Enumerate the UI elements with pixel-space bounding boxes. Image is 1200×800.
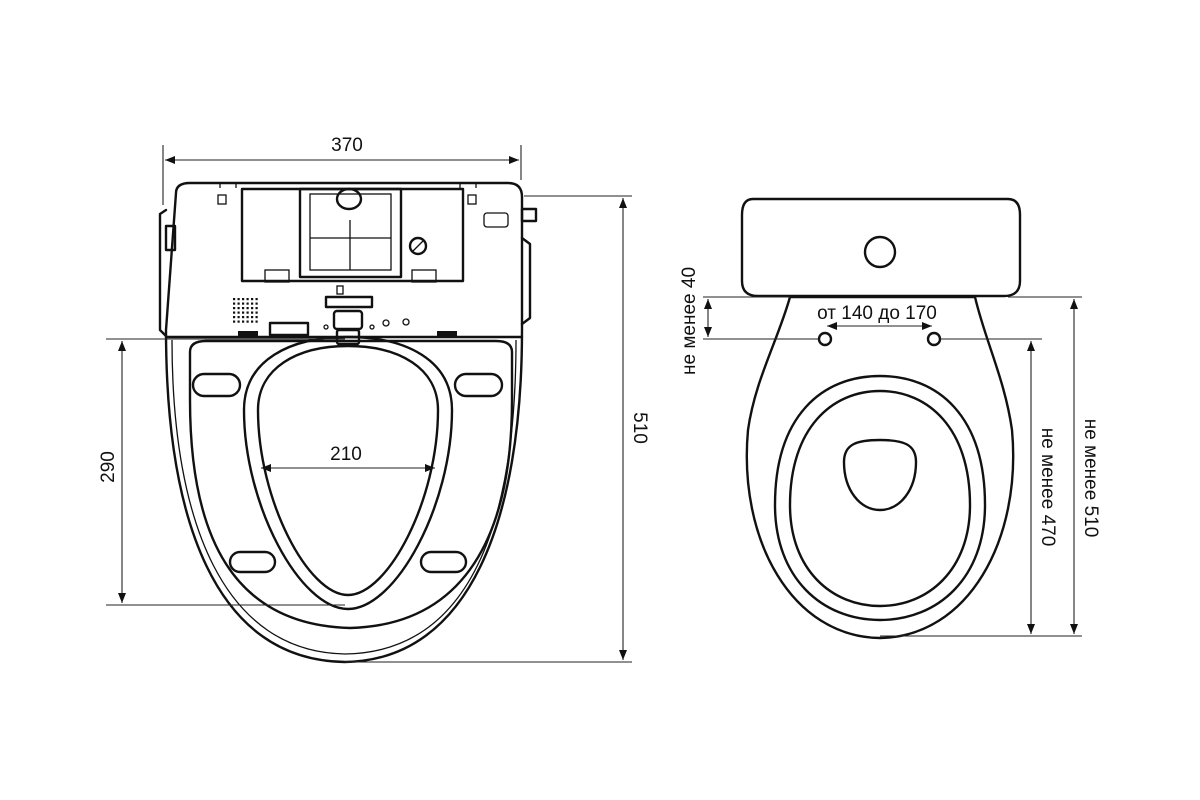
grill-dot — [237, 307, 240, 310]
depth-label: 510 — [629, 412, 650, 444]
dimension-min-length: не менее 470 — [880, 338, 1082, 637]
grill-dot — [242, 307, 245, 310]
screw-icon — [408, 236, 428, 256]
tank-clip-left — [264, 269, 290, 283]
grill-dot — [246, 298, 249, 301]
seat-top-view: 370 510 290 210 — [98, 135, 650, 664]
grill-dot — [233, 316, 236, 319]
bowl-rim-inner — [788, 389, 972, 608]
grill-dot — [233, 320, 236, 323]
grill-dot — [242, 302, 245, 305]
tank-cap-icon — [335, 187, 363, 211]
seat-outer-outline — [164, 181, 524, 664]
bolt-hole-left — [817, 331, 833, 347]
bumper-bottom-left — [228, 550, 277, 574]
bowl-outline — [745, 295, 1015, 640]
right-side-panel — [520, 236, 532, 326]
grill-dot — [242, 298, 245, 301]
left-side-button — [164, 224, 177, 252]
grill-dot — [251, 311, 254, 314]
bumper-top-right — [453, 372, 504, 398]
indicator-window — [483, 212, 509, 228]
seat-ring-outer — [188, 339, 514, 630]
min-length-label: не менее 470 — [1037, 428, 1058, 547]
grill-dot — [237, 302, 240, 305]
bumper-bottom-right — [419, 550, 468, 574]
seat-inner-rim — [171, 339, 517, 655]
right-side-nozzle — [520, 207, 538, 223]
cistern-outline — [740, 197, 1022, 298]
bolt-hole-right — [926, 331, 942, 347]
grill-dot — [246, 302, 249, 305]
grill-dot — [233, 302, 236, 305]
grill-dot — [251, 307, 254, 310]
dimension-bolt-spacing: от 140 до 170 — [817, 303, 937, 330]
min-total-label: не менее 510 — [1080, 419, 1101, 538]
width-label: 370 — [331, 135, 363, 156]
grill-dot — [251, 302, 254, 305]
left-side-handle — [158, 208, 168, 338]
dimension-depth: 510 — [345, 195, 650, 663]
seat-opening-inner — [256, 344, 440, 597]
grill-dot — [255, 316, 258, 319]
dimension-opening-width: 210 — [261, 444, 435, 472]
grill-dot — [255, 302, 258, 305]
grill-dot — [251, 320, 254, 323]
grill-dot — [233, 311, 236, 314]
grill-dot — [233, 298, 236, 301]
seat-length-label: 290 — [98, 451, 119, 483]
tank-clip-right — [411, 269, 437, 283]
grill-dot — [242, 316, 245, 319]
grill-dot — [251, 316, 254, 319]
water-tank-panel — [240, 187, 465, 283]
grill-dot — [233, 307, 236, 310]
speaker-grill — [233, 298, 258, 323]
grill-dot — [255, 311, 258, 314]
grill-dot — [255, 307, 258, 310]
bowl-rim — [773, 374, 987, 622]
grill-dot — [237, 311, 240, 314]
toilet-top-view: от 140 до 170 не менее 40 не менее 470 н… — [679, 197, 1101, 640]
grill-dot — [237, 298, 240, 301]
flush-button-icon — [863, 235, 897, 269]
hinge-bar — [324, 295, 374, 309]
grill-dot — [255, 320, 258, 323]
drain-opening — [842, 438, 918, 512]
bolt-spacing-label: от 140 до 170 — [817, 303, 937, 324]
dimension-seat-length: 290 — [98, 338, 345, 606]
grill-dot — [237, 320, 240, 323]
grill-dot — [246, 320, 249, 323]
grill-dot — [246, 316, 249, 319]
dimension-offset: не менее 40 — [679, 267, 818, 375]
bumper-top-left — [191, 372, 242, 398]
opening-width-label: 210 — [330, 444, 362, 465]
dimension-width: 370 — [162, 135, 522, 205]
hinge-block — [332, 309, 364, 331]
offset-label: не менее 40 — [679, 267, 700, 375]
grill-dot — [255, 298, 258, 301]
grill-dot — [246, 311, 249, 314]
grill-dot — [242, 311, 245, 314]
power-cord-outlet — [268, 321, 310, 337]
grill-dot — [246, 307, 249, 310]
grill-dot — [237, 316, 240, 319]
dimension-min-total: не менее 510 — [1008, 296, 1101, 634]
seat-opening-outer — [242, 335, 454, 611]
grill-dot — [251, 298, 254, 301]
grill-dot — [242, 320, 245, 323]
